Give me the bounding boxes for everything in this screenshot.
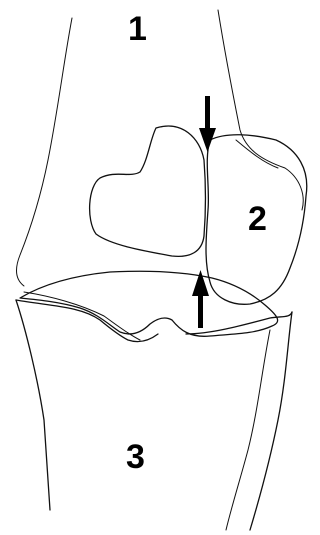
- up-arrow: [192, 270, 209, 328]
- tibia-outline: [16, 300, 292, 530]
- femur-outline: [17, 10, 304, 286]
- patella-label: 2: [248, 200, 267, 238]
- down-arrow: [199, 96, 216, 152]
- femoral-condyle: [20, 271, 278, 340]
- tibia-label: 3: [126, 438, 145, 476]
- femur-label: 1: [128, 10, 147, 48]
